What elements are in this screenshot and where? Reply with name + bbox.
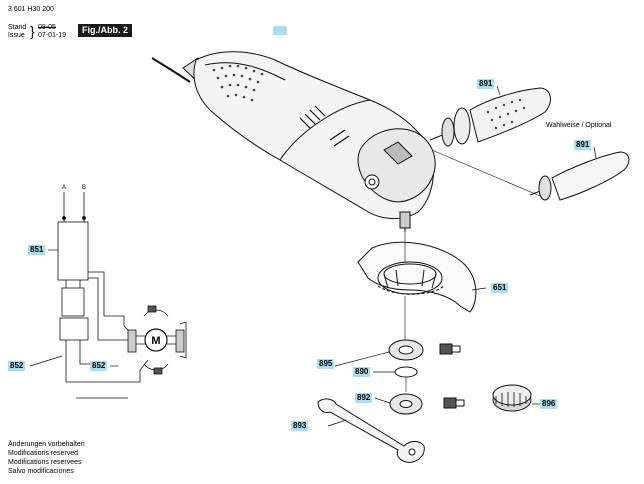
motor-symbol — [144, 328, 168, 352]
wiring-diagram — [57, 192, 187, 399]
marker-rect — [273, 26, 287, 35]
connector-895 — [439, 343, 461, 355]
two-pin-spanner — [317, 398, 425, 463]
figure-badge: Fig./Abb. 2 — [78, 24, 132, 37]
label-891-optional: 891 — [574, 140, 592, 150]
mounting-flange — [388, 339, 424, 361]
optional-note: Wahlweise / Optional — [546, 122, 612, 129]
spindle — [399, 211, 411, 229]
power-cord — [151, 57, 191, 83]
footer-line-en: Modifications reserved — [8, 450, 79, 457]
issue-label: Issue — [8, 32, 25, 39]
optional-handle — [529, 151, 630, 201]
stand-label: Stand — [8, 24, 27, 31]
part-number: 3 601 H30 200 — [8, 6, 54, 13]
vent-slots — [299, 105, 350, 147]
label-651: 651 — [491, 283, 509, 293]
bracket-symbol: } — [30, 23, 35, 39]
o-ring — [394, 366, 418, 378]
wire-a-label: A — [62, 185, 66, 191]
stand-date: 08-05 — [38, 24, 56, 31]
connector-892 — [443, 397, 465, 409]
footer-line-de: Änderungen vorbehalten — [8, 441, 85, 448]
label-896: 896 — [540, 399, 558, 409]
quick-clamp-nut — [492, 384, 532, 412]
motor-label: M — [151, 335, 160, 347]
label-891-handle: 891 — [477, 79, 495, 89]
label-890: 890 — [353, 367, 371, 377]
label-892: 892 — [355, 393, 373, 403]
footer-line-es: Salvo modificaciones — [8, 468, 74, 475]
grip-texture — [212, 64, 264, 102]
label-852-left: 852 — [8, 361, 26, 371]
auxiliary-handle — [429, 87, 551, 147]
label-893: 893 — [291, 421, 309, 431]
switch-851 — [57, 221, 89, 281]
wire-b-label: B — [82, 185, 86, 191]
label-851: 851 — [28, 245, 46, 255]
footer-line-fr: Modifications reservees — [8, 459, 82, 466]
issue-date: 07-01-19 — [38, 32, 67, 39]
label-852-right: 852 — [90, 361, 108, 371]
label-895: 895 — [317, 359, 335, 369]
protection-guard — [357, 241, 477, 313]
clamping-nut — [389, 393, 423, 415]
